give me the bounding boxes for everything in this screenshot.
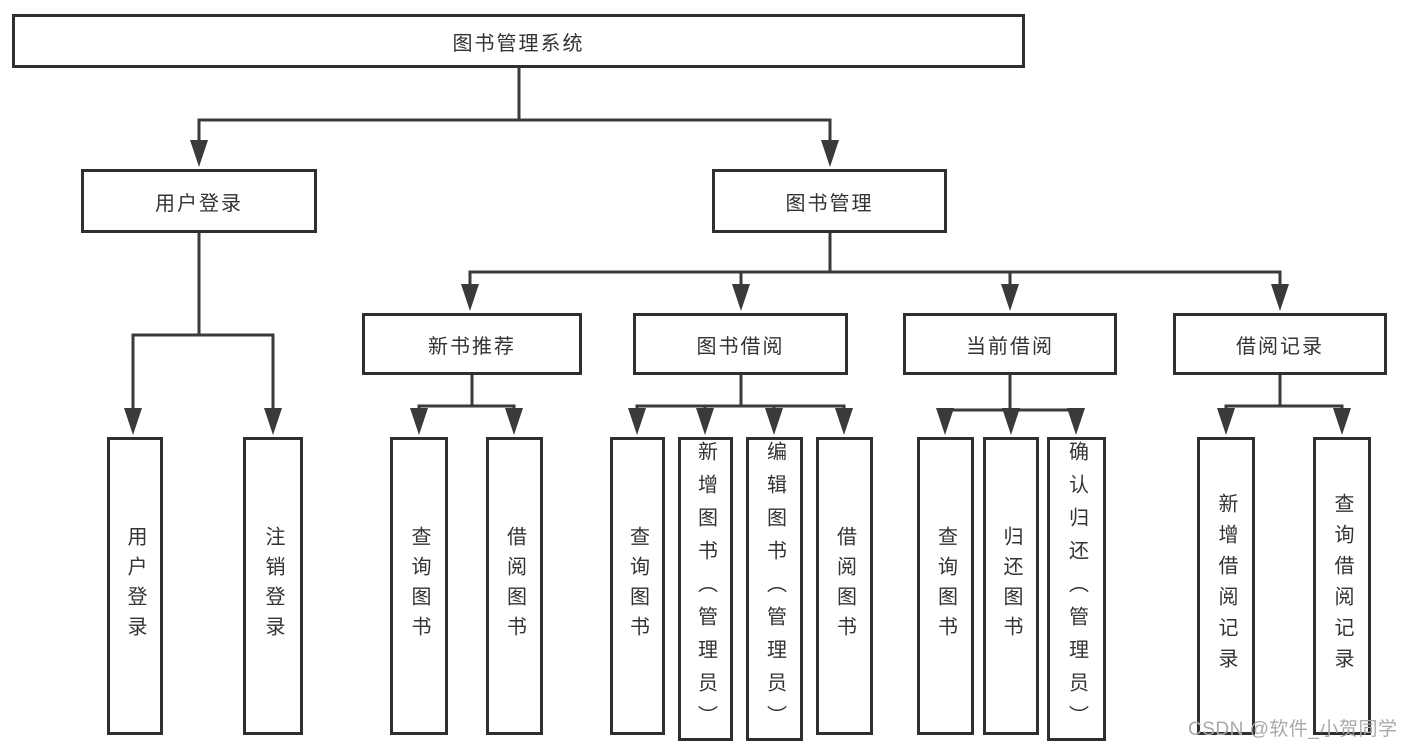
leaf-label: 注销登录 [262,526,284,646]
leaf-user-login: 用户登录 [107,437,163,735]
arrowhead [835,408,853,435]
arrowhead [505,408,523,435]
connector-borrow-record-bar [1224,404,1344,412]
node-label: 用户登录 [155,192,243,215]
leaf-logout: 注销登录 [243,437,303,735]
node-current-borrowing: 当前借阅 [903,313,1117,375]
leaf-label: 借阅图书 [833,526,856,646]
leaf-borrow-books: 借阅图书 [486,437,543,735]
arrowhead [732,284,750,311]
leaf-label: 查询图书 [626,526,649,646]
arrowhead [1001,284,1019,311]
leaf-label: 查询图书 [934,526,957,646]
node-label: 图书管理系统 [452,32,585,55]
arrowhead [765,408,783,435]
node-label: 图书借阅 [696,335,785,358]
arrowhead [1002,408,1020,435]
arrowhead [410,408,428,435]
node-book-borrowing: 图书借阅 [633,313,848,375]
connector-user-login-bar [131,333,275,412]
leaf-label: 查询图书 [408,526,430,646]
connector-book-borrow-bar [635,404,846,412]
leaf-add-borrow-record: 新增借阅记录 [1197,437,1255,735]
node-root-system: 图书管理系统 [12,14,1025,68]
leaf-query-borrow-record: 查询借阅记录 [1313,437,1371,735]
node-book-management: 图书管理 [712,169,947,233]
arrowhead [124,408,142,435]
leaf-query-books: 查询图书 [390,437,448,735]
arrowhead [1067,408,1085,435]
leaf-label: 编辑图书（管理员） [763,440,786,738]
leaf-add-books-admin: 新增图书（管理员） [678,437,733,741]
arrowhead [264,408,282,435]
leaf-label: 查询借阅记录 [1331,493,1353,679]
arrowhead [696,408,714,435]
arrowhead [1271,284,1289,311]
leaf-label: 用户登录 [124,526,146,646]
connector-level2-bar [197,118,832,146]
node-new-book-recommend: 新书推荐 [362,313,582,375]
connector-level3-bar [468,270,1282,288]
leaf-borrow-books: 借阅图书 [816,437,873,735]
arrowhead [936,408,954,435]
arrowhead [1217,408,1235,435]
node-label: 借阅记录 [1236,335,1324,358]
arrowhead [1333,408,1351,435]
node-label: 新书推荐 [428,335,516,358]
arrowhead [190,140,208,167]
node-label: 当前借阅 [966,335,1054,358]
connector-new-book-bar [417,404,516,412]
node-label: 图书管理 [785,192,874,215]
leaf-query-books: 查询图书 [610,437,665,735]
arrowhead [628,408,646,435]
node-user-login: 用户登录 [81,169,317,233]
leaf-label: 新增借阅记录 [1215,493,1237,679]
leaf-confirm-return-admin: 确认归还（管理员） [1047,437,1106,741]
csdn-watermark: CSDN @软件_小贺同学 [1188,719,1398,740]
leaf-query-books: 查询图书 [917,437,974,735]
leaf-edit-books-admin: 编辑图书（管理员） [746,437,803,741]
leaf-label: 确认归还（管理员） [1065,440,1088,738]
leaf-return-books: 归还图书 [983,437,1039,735]
node-borrowing-records: 借阅记录 [1173,313,1387,375]
leaf-label: 借阅图书 [503,526,526,646]
leaf-label: 新增图书（管理员） [694,440,717,738]
arrowhead [821,140,839,167]
leaf-label: 归还图书 [1000,526,1022,646]
arrowhead [461,284,479,311]
